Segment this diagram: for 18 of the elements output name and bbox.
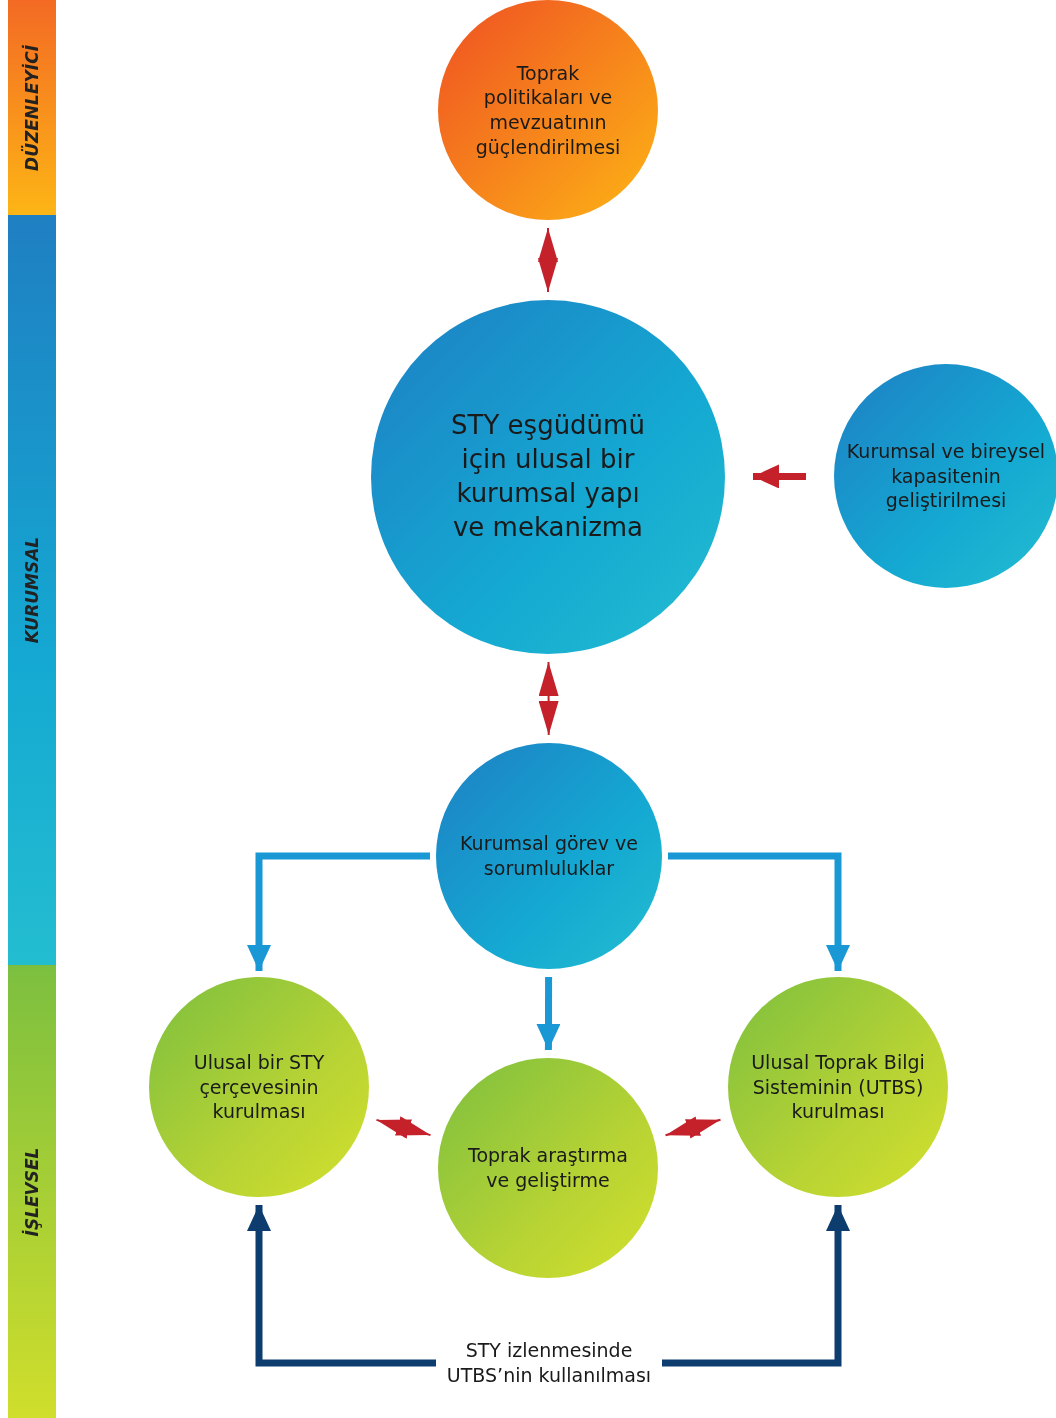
node-text: Kurumsal ve bireysel kapasitenin geliştirilmesi [845, 438, 1047, 514]
double-arrow [375, 1116, 432, 1139]
node-text: Ulusal bir STY çerçevesinin kurulması [192, 1049, 326, 1125]
node-label: STY izlenmesinde UTBS’nin kullanılması [445, 1338, 653, 1388]
double-arrow [538, 227, 558, 293]
double-arrow [538, 661, 559, 736]
node-text: Ulusal Toprak Bilgi Sisteminin (UTBS) kurulması [750, 1049, 926, 1125]
double-arrow [664, 1116, 722, 1139]
node-text: Kurumsal görev ve sorumluluklar [459, 831, 639, 881]
node-text: Toprak politikaları ve mevzuatının güçlendirilmesi [474, 60, 622, 160]
category-band [8, 965, 56, 1418]
band-label: İŞLEVSEL [22, 1147, 42, 1236]
node-text: STY eşgüdümü için ulusal bir kurumsal yapı ve mekanizma [450, 409, 646, 544]
category-band [8, 215, 56, 965]
band-label: KURUMSAL [22, 536, 42, 644]
category-band [8, 0, 56, 215]
band-label: DÜZENLEYİCİ [22, 44, 42, 171]
node-text: Toprak araştırma ve geliştirme [467, 1143, 629, 1193]
